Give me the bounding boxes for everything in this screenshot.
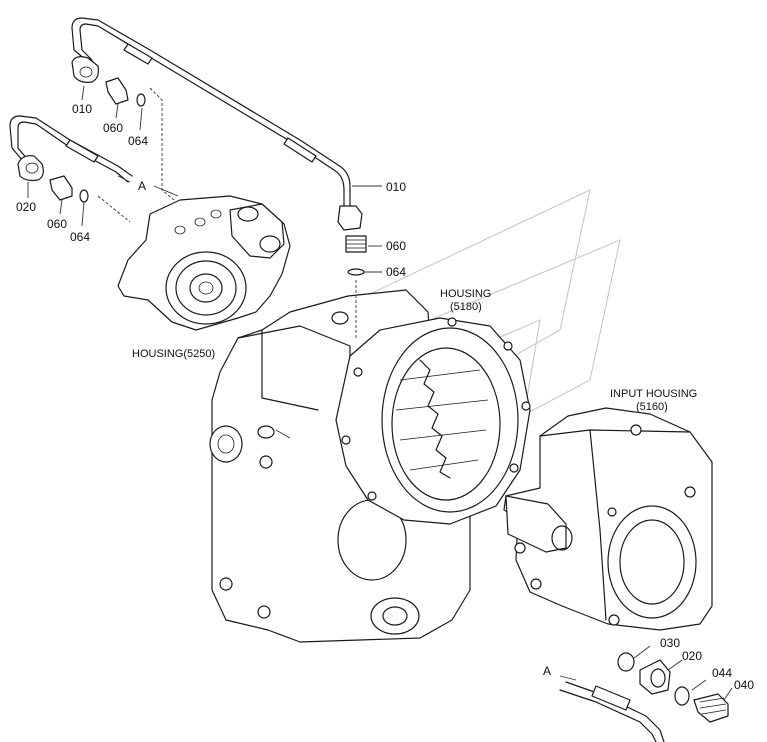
callout-060-left: 060 (47, 217, 67, 231)
pipe-020 (9, 115, 133, 183)
callout-a-left: A (138, 179, 146, 193)
callout-064-top: 064 (128, 134, 148, 148)
callout-020-bottom: 020 (682, 649, 702, 663)
fittings-top (49, 77, 146, 203)
callout-044: 044 (712, 666, 732, 680)
label-housing-5180-line2: (5180) (450, 301, 482, 313)
callout-010-top: 010 (72, 102, 92, 116)
callout-060-right: 060 (386, 239, 406, 253)
fittings-right (345, 235, 367, 276)
label-housing-5250: HOUSING(5250) (132, 348, 215, 360)
housing-5250 (117, 195, 291, 331)
callout-064-right: 064 (386, 265, 406, 279)
pipe-010 (71, 17, 363, 231)
label-input-housing-line1: INPUT HOUSING (610, 388, 697, 400)
leader-lines (27, 85, 733, 701)
input-housing-5160 (503, 407, 713, 631)
pipe-bottom (559, 652, 729, 742)
housing-labels: HOUSING(5250) HOUSING (5180) INPUT HOUSI… (132, 288, 697, 413)
callout-064-left: 064 (70, 230, 90, 244)
label-input-housing-line2: (5160) (636, 401, 668, 413)
callout-060-top: 060 (103, 121, 123, 135)
callouts: 010 060 064 020 060 064 010 060 064 030 … (16, 102, 754, 692)
callout-030: 030 (660, 636, 680, 650)
callout-a-bottom: A (543, 664, 551, 678)
label-housing-5180-line1: HOUSING (440, 288, 491, 300)
housing-5180 (335, 317, 531, 525)
callout-010-right: 010 (386, 180, 406, 194)
callout-020-left: 020 (16, 200, 36, 214)
callout-040: 040 (734, 678, 754, 692)
